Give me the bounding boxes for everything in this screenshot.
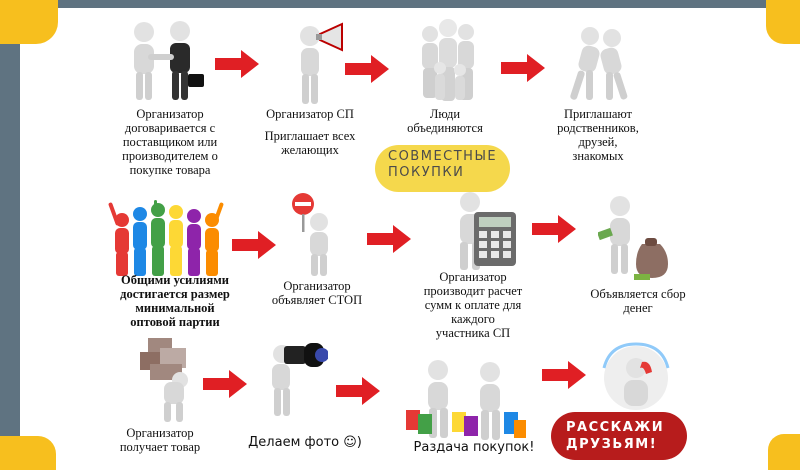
phone-call-icon xyxy=(602,342,670,410)
step-2-subtext: Приглашает всех желающих xyxy=(264,129,356,157)
arrow-right-icon xyxy=(501,54,545,82)
arrow-right-icon xyxy=(367,225,411,253)
step-3-text: Люди объединяются xyxy=(407,107,483,135)
arrow-right-icon xyxy=(215,50,259,78)
step-9-text: Организатор получает товар xyxy=(119,426,201,454)
arrow-right-icon xyxy=(203,370,247,398)
step-7-text: Организатор производит расчет сумм к опл… xyxy=(423,270,523,340)
badge-tell-friends: РАССКАЖИ ДРУЗЬЯМ! xyxy=(551,412,687,460)
handshake-icon xyxy=(134,21,204,100)
arrow-right-icon xyxy=(542,361,586,389)
corner-top-right xyxy=(766,0,800,44)
step-8-text: Объявляется сбор денег xyxy=(590,287,686,315)
frame-left xyxy=(0,0,20,470)
step-2-text: Организатор СП xyxy=(266,107,354,121)
corner-top-left xyxy=(0,0,58,44)
colorful-crowd-icon xyxy=(108,200,224,276)
badge-joint-purchases: СОВМЕСТНЫЕ ПОКУПКИ xyxy=(375,145,510,192)
money-bag-icon xyxy=(598,196,668,280)
step-1-text: Организатор договаривается с поставщиком… xyxy=(122,107,218,177)
corner-bottom-right xyxy=(768,434,800,470)
process-diagram: Организатор договаривается с поставщиком… xyxy=(20,8,800,470)
arrow-right-icon xyxy=(345,55,389,83)
hug-icon xyxy=(570,27,628,100)
camera-icon xyxy=(272,343,328,416)
step-6-text: Организатор объявляет СТОП xyxy=(271,279,363,307)
group-icon xyxy=(422,19,474,101)
shopping-bags-icon xyxy=(406,360,526,440)
step-11-text: Раздача покупок! xyxy=(413,440,535,455)
megaphone-icon xyxy=(300,22,343,104)
arrow-right-icon xyxy=(336,377,380,405)
arrow-right-icon xyxy=(532,215,576,243)
frame-top xyxy=(58,0,770,8)
step-4-text: Приглашают родственников, друзей, знаком… xyxy=(557,107,639,163)
corner-bottom-left xyxy=(0,436,56,470)
step-10-text: Делаем фото ☺) xyxy=(248,435,362,450)
calculator-icon xyxy=(460,192,516,270)
step-5-text: Общими усилиями достигается размер миним… xyxy=(120,273,230,329)
arrow-right-icon xyxy=(232,231,276,259)
stop-sign-icon xyxy=(292,193,328,276)
boxes-icon xyxy=(140,338,188,422)
